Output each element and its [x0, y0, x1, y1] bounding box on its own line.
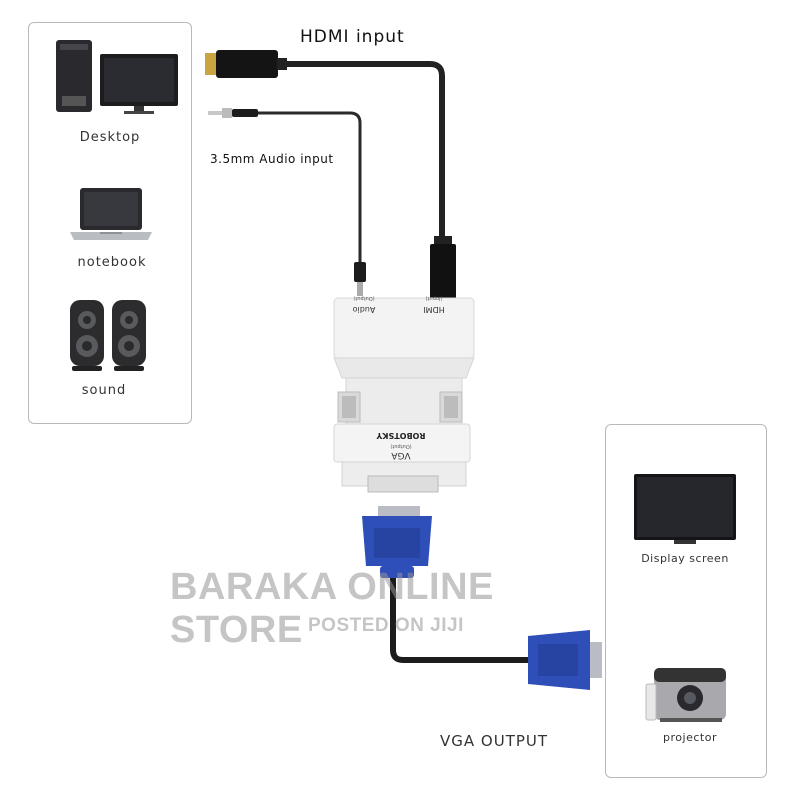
adapter-hdmi-label: HDMI [423, 305, 444, 314]
hdmi-cable [205, 50, 456, 300]
display-screen-icon [634, 474, 736, 544]
sound-label: sound [81, 383, 127, 398]
adapter-audio-sub: (Output) [353, 295, 374, 301]
projector-label: projector [663, 731, 717, 744]
speakers-icon [70, 300, 146, 371]
adapter-brand: ROBOTSKY [376, 431, 425, 440]
vga-output-label: VGA OUTPUT [440, 732, 549, 750]
adapter-hdmi-sub: (Input) [426, 295, 443, 301]
watermark-store-name: BARAKA ONLINE STORE [170, 566, 494, 651]
adapter-vga-label: VGA [391, 450, 411, 460]
display-screen-label: Display screen [641, 552, 729, 565]
desktop-label: Desktop [79, 130, 141, 145]
adapter-body [333, 297, 475, 493]
projector-icon [645, 668, 726, 722]
notebook-label: notebook [77, 255, 147, 270]
desktop-icon [56, 40, 178, 114]
audio-input-label: 3.5mm Audio input [210, 152, 334, 166]
notebook-icon [70, 188, 152, 240]
audio-cable [208, 108, 366, 296]
watermark-posted-on: POSTED ON JIJI [308, 615, 464, 636]
hdmi-input-label: HDMI input [300, 27, 405, 47]
adapter-audio-label: Audio [353, 305, 376, 314]
adapter-vga-sub: (Output) [390, 443, 411, 449]
vga-cable [362, 506, 602, 690]
